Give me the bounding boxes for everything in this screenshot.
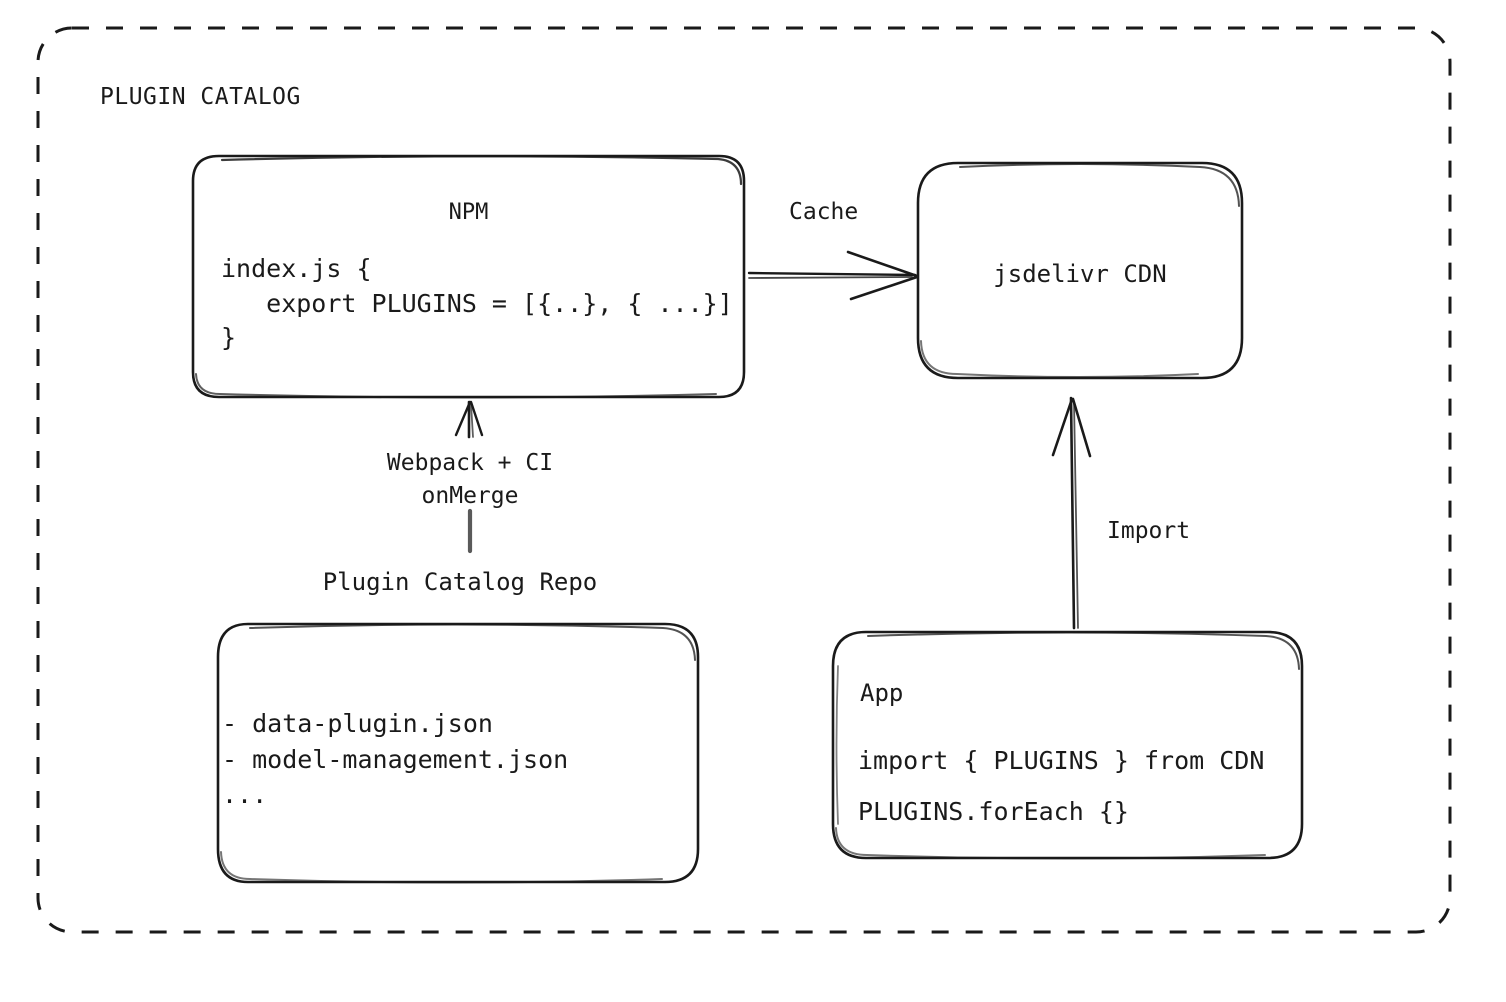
app-node-title: App xyxy=(860,679,904,707)
npm-code-block: index.js { export PLUGINS = [{..}, { ...… xyxy=(221,254,733,352)
edge-label-webpack-ci: Webpack + CI onMerge xyxy=(386,450,554,509)
repo-node-caption: Plugin Catalog Repo xyxy=(322,568,598,596)
npm-node-title: NPM xyxy=(448,200,489,225)
edge-npm-to-cdn xyxy=(747,250,919,301)
edge-label-cache: Cache xyxy=(789,199,859,225)
cdn-node-title: jsdelivr CDN xyxy=(993,260,1167,288)
repo-file-list: - data-plugin.json - model-management.js… xyxy=(222,709,569,809)
edge-label-import: Import xyxy=(1107,518,1191,544)
app-code-block: import { PLUGINS } from CDN PLUGINS.forE… xyxy=(858,746,1265,827)
edge-app-to-cdn xyxy=(1051,396,1092,630)
page-title: PLUGIN CATALOG xyxy=(100,84,301,110)
